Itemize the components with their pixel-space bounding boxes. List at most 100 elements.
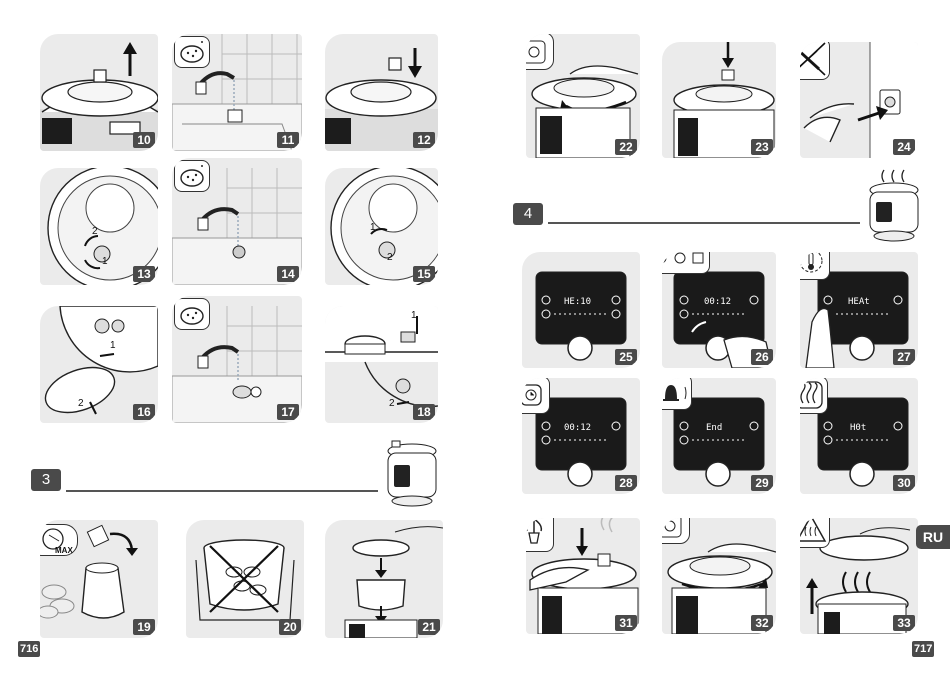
step-number: 19 <box>133 619 155 635</box>
step-30-panel: H0t 30 <box>800 378 918 494</box>
step-33-panel: 33 <box>800 518 918 634</box>
lid-rotate-icon <box>662 518 690 544</box>
control-panel-illustration: HE:10 <box>535 271 627 361</box>
bell-icon <box>662 378 692 410</box>
step-number: 20 <box>279 619 301 635</box>
display-text: 00:12 <box>564 423 591 433</box>
left-page-number: 716 <box>18 641 41 657</box>
step-17-panel: 17 <box>172 296 302 423</box>
step-27-panel: HEAt 27 <box>800 252 918 368</box>
step-number: 33 <box>893 615 915 631</box>
step-number: 31 <box>615 615 637 631</box>
sponge-icon <box>174 160 210 192</box>
section-number: 3 <box>31 469 61 491</box>
step-number: 23 <box>751 139 773 155</box>
remove-lid-seal-illustration: 1 2 <box>44 306 158 415</box>
right-page-number: 717 <box>912 641 935 657</box>
move-label-1: 1 <box>411 310 417 321</box>
display-text: H0t <box>850 423 866 433</box>
step-24-panel: 24 <box>800 42 918 158</box>
display-text: HE:10 <box>564 297 591 307</box>
open-lid-rotate-illustration <box>667 543 776 634</box>
pressure-valve-remove-illustration <box>40 42 158 151</box>
step-number: 21 <box>418 619 440 635</box>
press-button-illustration: HEAt <box>805 271 909 368</box>
step-number: 22 <box>615 139 637 155</box>
step-10-panel: 10 <box>40 34 158 151</box>
step-20-panel: 20 <box>186 520 304 638</box>
section-number: 4 <box>513 203 543 225</box>
max-label: MAX <box>55 546 73 555</box>
section-divider <box>548 222 860 224</box>
keep-warm-display-illustration: H0t <box>817 397 909 487</box>
step-22-panel: 22 <box>526 34 640 158</box>
multicooker-steam-icon <box>869 169 919 242</box>
sponge-icon <box>174 36 210 68</box>
close-lid-rotate-illustration <box>531 65 639 158</box>
step-number: 26 <box>751 349 773 365</box>
end-display-illustration: End <box>673 397 765 487</box>
steam-release-icon <box>526 518 554 552</box>
step-number: 16 <box>133 404 155 420</box>
step-number: 17 <box>277 404 299 420</box>
sponge-icon <box>174 298 210 330</box>
step-number: 14 <box>277 266 299 282</box>
lid-valve-refit-illustration: 1 2 <box>330 168 438 285</box>
step-number: 27 <box>893 349 915 365</box>
rotate-label-1: 1 <box>370 222 376 233</box>
hot-surface-warning-icon <box>800 518 830 548</box>
step-15-panel: 1 2 15 <box>325 168 438 285</box>
language-tab: RU <box>916 525 950 549</box>
rotate-label-2: 2 <box>92 226 98 237</box>
step-31-panel: 31 <box>526 518 640 634</box>
thermometer-timer-icon <box>800 252 830 280</box>
step-12-panel: 12 <box>325 34 438 151</box>
step-21-panel: 21 <box>325 520 443 638</box>
timer-icon <box>522 378 550 414</box>
step-number: 24 <box>893 139 915 155</box>
countdown-display-illustration: 00:12 <box>535 397 627 487</box>
step-18-panel: 1 2 18 <box>325 306 438 423</box>
rotate-label-2: 2 <box>387 252 393 263</box>
step-29-panel: End 29 <box>662 378 776 494</box>
step-number: 32 <box>751 615 773 631</box>
multicooker-icon <box>387 440 437 507</box>
move-label-2: 2 <box>78 398 84 409</box>
lid-valve-rotate-illustration: 2 1 <box>47 168 158 285</box>
no-tools-icon <box>800 42 830 80</box>
section-divider <box>66 490 378 492</box>
step-32-panel: 32 <box>662 518 776 634</box>
rinse-seal-illustration <box>172 306 302 423</box>
step-26-panel: 00:12 26 <box>662 252 776 368</box>
step-11-panel: 11 <box>172 34 302 151</box>
step-number: 18 <box>413 404 435 420</box>
add-ingredients-max-illustration <box>40 524 138 619</box>
step-number: 11 <box>277 132 299 148</box>
step-number: 28 <box>615 475 637 491</box>
step-number: 29 <box>751 475 773 491</box>
step-19-panel: MAX 19 <box>40 520 158 638</box>
step-number: 13 <box>133 266 155 282</box>
knob-turn-icon <box>662 252 710 274</box>
refit-seal-illustration: 1 2 <box>325 306 438 409</box>
max-level-icon: MAX <box>40 524 78 556</box>
step-23-panel: 23 <box>662 42 776 158</box>
keep-warm-icon <box>800 378 828 414</box>
step-number: 30 <box>893 475 915 491</box>
display-text: HEAt <box>848 297 870 307</box>
move-label-2: 2 <box>389 398 395 409</box>
insert-bowl-close-lid-illustration <box>344 526 443 638</box>
do-not-use-basket-illustration <box>195 539 295 621</box>
rinse-lid-valve-illustration <box>172 168 302 285</box>
plug-into-socket-illustration <box>803 42 918 158</box>
step-number: 12 <box>413 132 435 148</box>
display-text: End <box>706 423 722 433</box>
step-number: 10 <box>133 132 155 148</box>
step-14-panel: 14 <box>172 158 302 285</box>
rotate-label-1: 1 <box>102 256 108 267</box>
step-number: 25 <box>615 349 637 365</box>
step-number: 15 <box>413 266 435 282</box>
lid-rotate-icon <box>526 34 554 70</box>
step-28-panel: 00:12 28 <box>522 378 640 494</box>
step-13-panel: 2 1 13 <box>40 168 158 285</box>
